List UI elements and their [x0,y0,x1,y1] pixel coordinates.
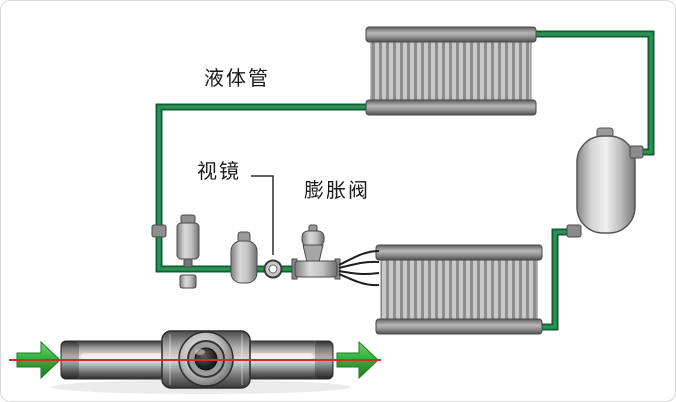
filter-drier [230,231,258,284]
expansion-valve [291,224,341,280]
solenoid-valve [176,214,200,289]
sight-glass-indicator [263,259,283,279]
capillary-tubes [338,250,380,287]
label-expansion-valve: 膨胀阀 [304,178,370,202]
compressor [566,127,644,238]
label-liquid-pipe: 液体管 [204,66,270,90]
discharge-line-pipe [534,30,655,156]
evaporator [375,244,543,335]
pipe-fitting [151,224,167,238]
condenser [365,26,537,116]
suction-line-pipe [541,228,571,331]
sight-glass-leader-line [251,175,274,255]
liquid-line-pipe [155,103,368,273]
sight-glass-photo [51,330,351,394]
label-sight-glass: 视镜 [197,159,241,183]
